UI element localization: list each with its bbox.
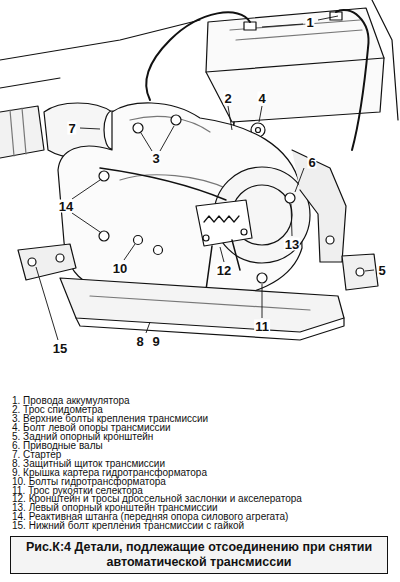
callout-number: 8 xyxy=(135,335,144,348)
bracket-hole xyxy=(326,236,334,244)
callout-number: 10 xyxy=(112,262,128,275)
rod-bolt xyxy=(99,231,109,241)
leader-line xyxy=(365,270,374,271)
callout-number: 3 xyxy=(151,152,160,165)
upper-bolt xyxy=(171,115,181,125)
caption-box: Рис.К:4 Детали, подлежащие отсоединению … xyxy=(10,536,388,574)
linkage-pivot xyxy=(241,229,247,235)
lower-bolt xyxy=(28,258,36,266)
bracket-spring xyxy=(204,216,239,222)
callout-number: 11 xyxy=(254,320,270,333)
lower-bolt xyxy=(56,254,64,262)
bracket-bolt xyxy=(285,193,295,203)
leader-line xyxy=(36,267,58,340)
case-ribs xyxy=(120,116,230,190)
converter-bolt xyxy=(134,236,143,245)
battery-cable xyxy=(146,12,250,100)
rear-bracket xyxy=(342,254,378,290)
leader-line xyxy=(124,244,135,260)
linkage-pivot xyxy=(203,235,209,241)
leader-line xyxy=(295,168,304,192)
leader-line xyxy=(141,133,152,151)
callout-number: 5 xyxy=(377,264,386,277)
callout-number: 12 xyxy=(216,264,232,277)
callout-number: 6 xyxy=(307,156,316,169)
leader-line xyxy=(291,204,292,236)
battery-edge xyxy=(206,58,384,72)
drive-shaft xyxy=(0,106,44,158)
leader-line xyxy=(262,284,263,318)
leader-line xyxy=(220,247,224,262)
transmission-shield xyxy=(60,278,344,332)
converter-bolt xyxy=(154,246,163,255)
callout-number: 15 xyxy=(52,342,68,355)
figure-caption: Рис.К:4 Детали, подлежащие отсоединению … xyxy=(17,540,381,570)
battery xyxy=(206,8,384,122)
parts-list-line: 15. Нижний болт крепления трансмиссии с … xyxy=(12,521,244,531)
callout-number: 9 xyxy=(151,335,160,348)
leader-line xyxy=(318,16,338,20)
battery-cable xyxy=(336,10,368,150)
selector-cable xyxy=(206,240,240,290)
battery-terminal xyxy=(244,22,256,30)
leader-line xyxy=(262,24,303,27)
rear-bracket-bolt xyxy=(356,268,364,276)
leader-line xyxy=(72,213,100,232)
leader-line xyxy=(72,180,100,199)
throttle-cable xyxy=(100,168,226,200)
callout-number: 13 xyxy=(284,238,300,251)
selector-bolt xyxy=(257,273,267,283)
shield-rib xyxy=(90,296,310,310)
leader-line xyxy=(80,128,100,129)
battery-ribs xyxy=(230,20,362,40)
leader-line xyxy=(228,106,232,130)
callout-number: 2 xyxy=(223,92,232,105)
leader-line xyxy=(160,126,174,151)
body-panel xyxy=(0,78,60,88)
callout-number: 14 xyxy=(58,200,74,213)
mount-bolt xyxy=(256,128,261,133)
leader-line xyxy=(146,322,150,333)
callout-number: 4 xyxy=(257,92,266,105)
callout-number: 1 xyxy=(305,16,314,29)
rod-bolt xyxy=(99,171,109,181)
drive-shaft-boot xyxy=(10,108,26,156)
front-support xyxy=(18,244,76,280)
leader-line xyxy=(259,106,262,122)
cable-bracket xyxy=(196,200,252,246)
shield-edge xyxy=(76,318,344,340)
callout-number: 7 xyxy=(67,122,76,135)
upper-bolt xyxy=(133,123,143,133)
